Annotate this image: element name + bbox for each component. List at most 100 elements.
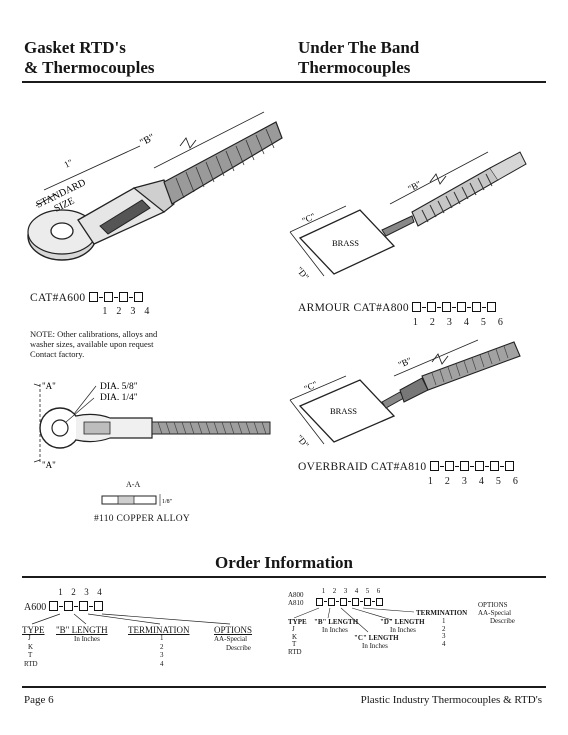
- cat-a810: OVERBRAID CAT#A810: [298, 461, 514, 473]
- code-box: [474, 461, 484, 471]
- dia-5-8-label: DIA. 5/8": [100, 382, 138, 392]
- order-left-option-line2: Describe: [226, 644, 251, 652]
- header-right-title: Under The Band Thermocouples: [298, 38, 419, 78]
- dim-b-label: "B": [138, 132, 156, 149]
- digit: 2: [71, 587, 76, 597]
- code-box: [340, 598, 347, 606]
- code-box: [412, 302, 422, 312]
- order-right-code-boxes: [316, 598, 383, 607]
- overbraid-d-label: "D": [294, 433, 311, 450]
- order-left-code-row: A600: [24, 601, 103, 613]
- armour-b-label: "B": [406, 179, 423, 194]
- note-text: NOTE: Other calibrations, alloys and was…: [30, 329, 158, 359]
- code-box: [133, 292, 143, 302]
- armour-d-label: "D": [294, 265, 311, 282]
- order-left-b-units: In Inches: [74, 635, 100, 643]
- armour-c-label: "C": [300, 211, 317, 226]
- digit: 4: [144, 306, 150, 317]
- header-left-title: Gasket RTD's & Thermocouples: [24, 38, 155, 78]
- code-box: [316, 598, 323, 606]
- type-item: K: [28, 642, 34, 651]
- digit: 1: [102, 306, 108, 317]
- digit: 2: [429, 317, 436, 328]
- order-left-col-termination: TERMINATION: [128, 625, 190, 635]
- order-right-col-d-length: "D" LENGTH: [380, 618, 425, 626]
- digit: 1: [58, 587, 63, 597]
- code-box: [504, 461, 514, 471]
- order-right-termination-list: 1 2 3 4: [442, 617, 446, 648]
- type-item: T: [292, 640, 297, 649]
- order-left-code: A600: [24, 602, 47, 613]
- type-item: K: [292, 632, 298, 641]
- termination-item: 2: [160, 642, 164, 651]
- digit: 4: [354, 587, 359, 595]
- code-box: [444, 461, 454, 471]
- overbraid-b-label: "B": [397, 355, 414, 370]
- digit: 3: [84, 587, 89, 597]
- gasket-thermocouple-drawing: 1" STANDARD SIZE "B": [27, 111, 283, 261]
- code-box: [364, 598, 371, 606]
- digit: 6: [376, 587, 381, 595]
- digit: 4: [463, 317, 470, 328]
- header-rule: [22, 81, 546, 83]
- termination-item: 4: [160, 659, 164, 668]
- footer-page-number: Page 6: [24, 694, 54, 706]
- digit: 6: [497, 317, 504, 328]
- armour-thermocouple-drawing: "B" "C" "D" BRASS: [289, 151, 527, 282]
- order-right-col-termination: TERMINATION: [416, 609, 468, 617]
- section-a-top-label: "A": [42, 381, 56, 391]
- overbraid-c-label: "C": [302, 379, 319, 394]
- footer-publication: Plastic Industry Thermocouples & RTD's: [360, 694, 542, 706]
- digit: 5: [495, 476, 502, 487]
- digit: 1: [412, 317, 419, 328]
- cat-a800-label: ARMOUR CAT#A800: [298, 302, 409, 314]
- order-right-code1: A800: [288, 591, 304, 599]
- order-right-col-c-length: "C" LENGTH: [354, 634, 399, 642]
- code-box: [48, 601, 58, 611]
- header-left-line2: & Thermocouples: [24, 58, 155, 77]
- code-box: [103, 292, 113, 302]
- cat-a810-label: OVERBRAID CAT#A810: [298, 461, 427, 473]
- type-item: T: [28, 651, 33, 660]
- order-information-title: Order Information: [214, 553, 354, 572]
- type-item: RTD: [288, 647, 302, 656]
- code-box: [352, 598, 359, 606]
- digit: 6: [512, 476, 519, 487]
- section-aa-drawing: 1/8": [101, 494, 173, 506]
- thickness-label: 1/8": [162, 499, 173, 505]
- order-left-option-line1: AA-Special: [214, 635, 248, 643]
- order-right-leader-lines: [293, 607, 415, 633]
- order-right-col-type: TYPE: [288, 618, 307, 626]
- order-rule: [22, 576, 546, 578]
- code-box: [118, 292, 128, 302]
- digit: 1: [321, 587, 326, 595]
- digit: 5: [480, 317, 487, 328]
- header-left-line1: Gasket RTD's: [24, 38, 126, 57]
- cat-a600: CAT#A600: [30, 292, 143, 304]
- section-a-bottom-label: "A": [42, 460, 56, 470]
- digit: 2: [332, 587, 337, 595]
- termination-item: 3: [442, 632, 446, 641]
- code-box: [427, 302, 437, 312]
- termination-item: 1: [160, 634, 164, 642]
- code-box: [88, 292, 98, 302]
- overbraid-pad-label: BRASS: [330, 406, 357, 416]
- order-left-col-b-length: "B" LENGTH: [56, 625, 108, 635]
- overbraid-thermocouple-drawing: "B" "C" "D" BRASS: [289, 339, 521, 450]
- code-box: [429, 461, 439, 471]
- armour-pad-label: BRASS: [332, 238, 359, 248]
- type-item: J: [28, 634, 31, 642]
- material-label: #110 COPPER ALLOY: [94, 514, 191, 524]
- cat-a600-label: CAT#A600: [30, 292, 86, 304]
- order-left-type-list: J K T RTD: [24, 634, 38, 668]
- digit: 5: [365, 587, 370, 595]
- order-right-col-options: OPTIONS: [478, 601, 508, 609]
- code-box: [489, 461, 499, 471]
- digit: 3: [446, 317, 453, 328]
- type-item: RTD: [24, 659, 38, 668]
- termination-item: 1: [442, 617, 446, 625]
